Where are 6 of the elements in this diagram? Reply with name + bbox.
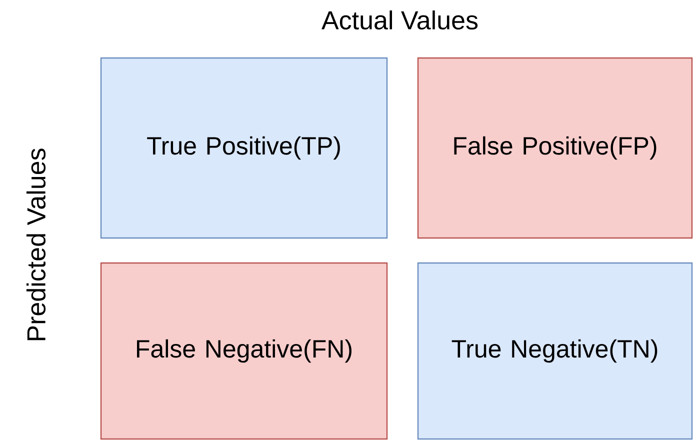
matrix-cell: False Negative(FN): [100, 262, 388, 440]
matrix-cell: False Positive(FP): [417, 57, 693, 239]
axis-title: Predicted Values: [26, 148, 46, 340]
matrix-cell: True Negative(TN): [417, 262, 693, 440]
axis-title: Actual Values: [322, 10, 478, 30]
matrix-cell: True Positive(TP): [100, 57, 388, 239]
